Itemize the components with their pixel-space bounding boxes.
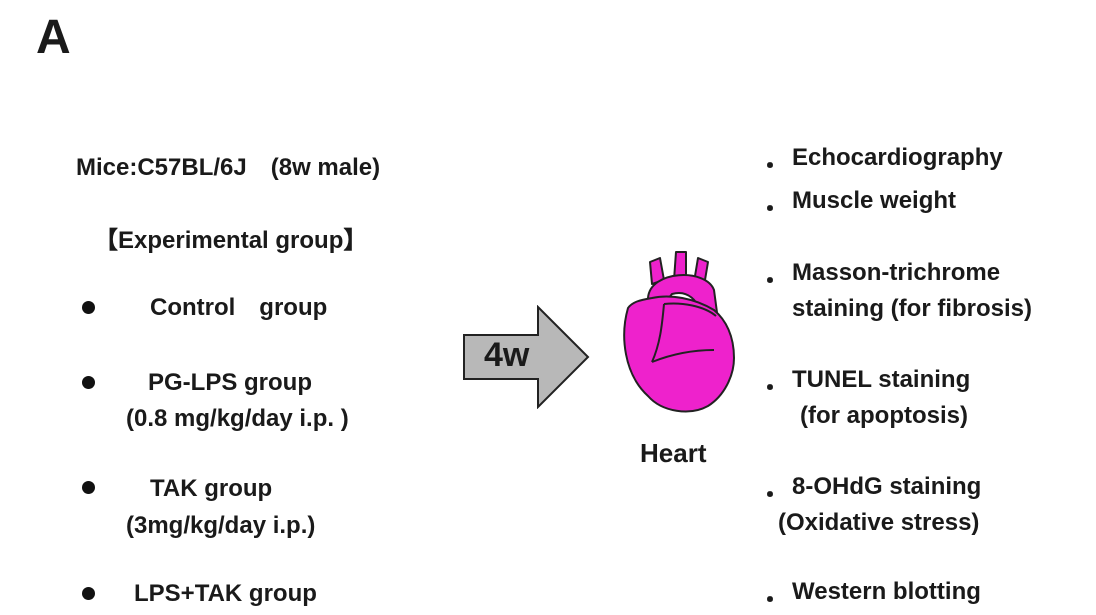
analysis-muscle-weight: Muscle weight [792,189,956,213]
bullet-dot-icon: ・ [758,189,782,224]
analysis-masson-line2: staining (for fibrosis) [792,297,1032,321]
bullet-dot-icon: ・ [758,146,782,181]
bullet-dot-icon [82,376,95,389]
bullet-dot-icon [82,481,95,494]
mice-strain-label: Mice:C57BL/6J (8w male) [76,156,380,180]
panel-label: A [36,14,71,62]
group-lpstak-name: LPS+TAK group [134,582,317,606]
group-pglps-dose: (0.8 mg/kg/day i.p. ) [126,407,349,431]
bullet-dot-icon: ・ [758,368,782,403]
bullet-dot-icon [82,301,95,314]
group-pglps-name: PG-LPS group [148,371,312,395]
analysis-echocardiography: Echocardiography [792,146,1003,170]
bullet-dot-icon: ・ [758,475,782,510]
duration-label: 4w [484,338,529,372]
analysis-western-blotting: Western blotting [792,580,981,604]
group-tak-name: TAK group [150,477,272,501]
heart-label: Heart [640,440,706,466]
analysis-8ohdg-line2: (Oxidative stress) [778,511,979,535]
group-control-name: Control group [150,296,327,320]
group-tak-dose: (3mg/kg/day i.p.) [126,514,315,538]
bullet-dot-icon: ・ [758,261,782,296]
analysis-masson-line1: Masson-trichrome [792,261,1000,285]
bullet-dot-icon [82,587,95,600]
experimental-group-heading: 【Experimental group】 [94,229,367,253]
analysis-tunel-line2: (for apoptosis) [800,404,968,428]
analysis-8ohdg-line1: 8-OHdG staining [792,475,981,499]
analysis-tunel-line1: TUNEL staining [792,368,970,392]
heart-illustration [610,246,740,418]
